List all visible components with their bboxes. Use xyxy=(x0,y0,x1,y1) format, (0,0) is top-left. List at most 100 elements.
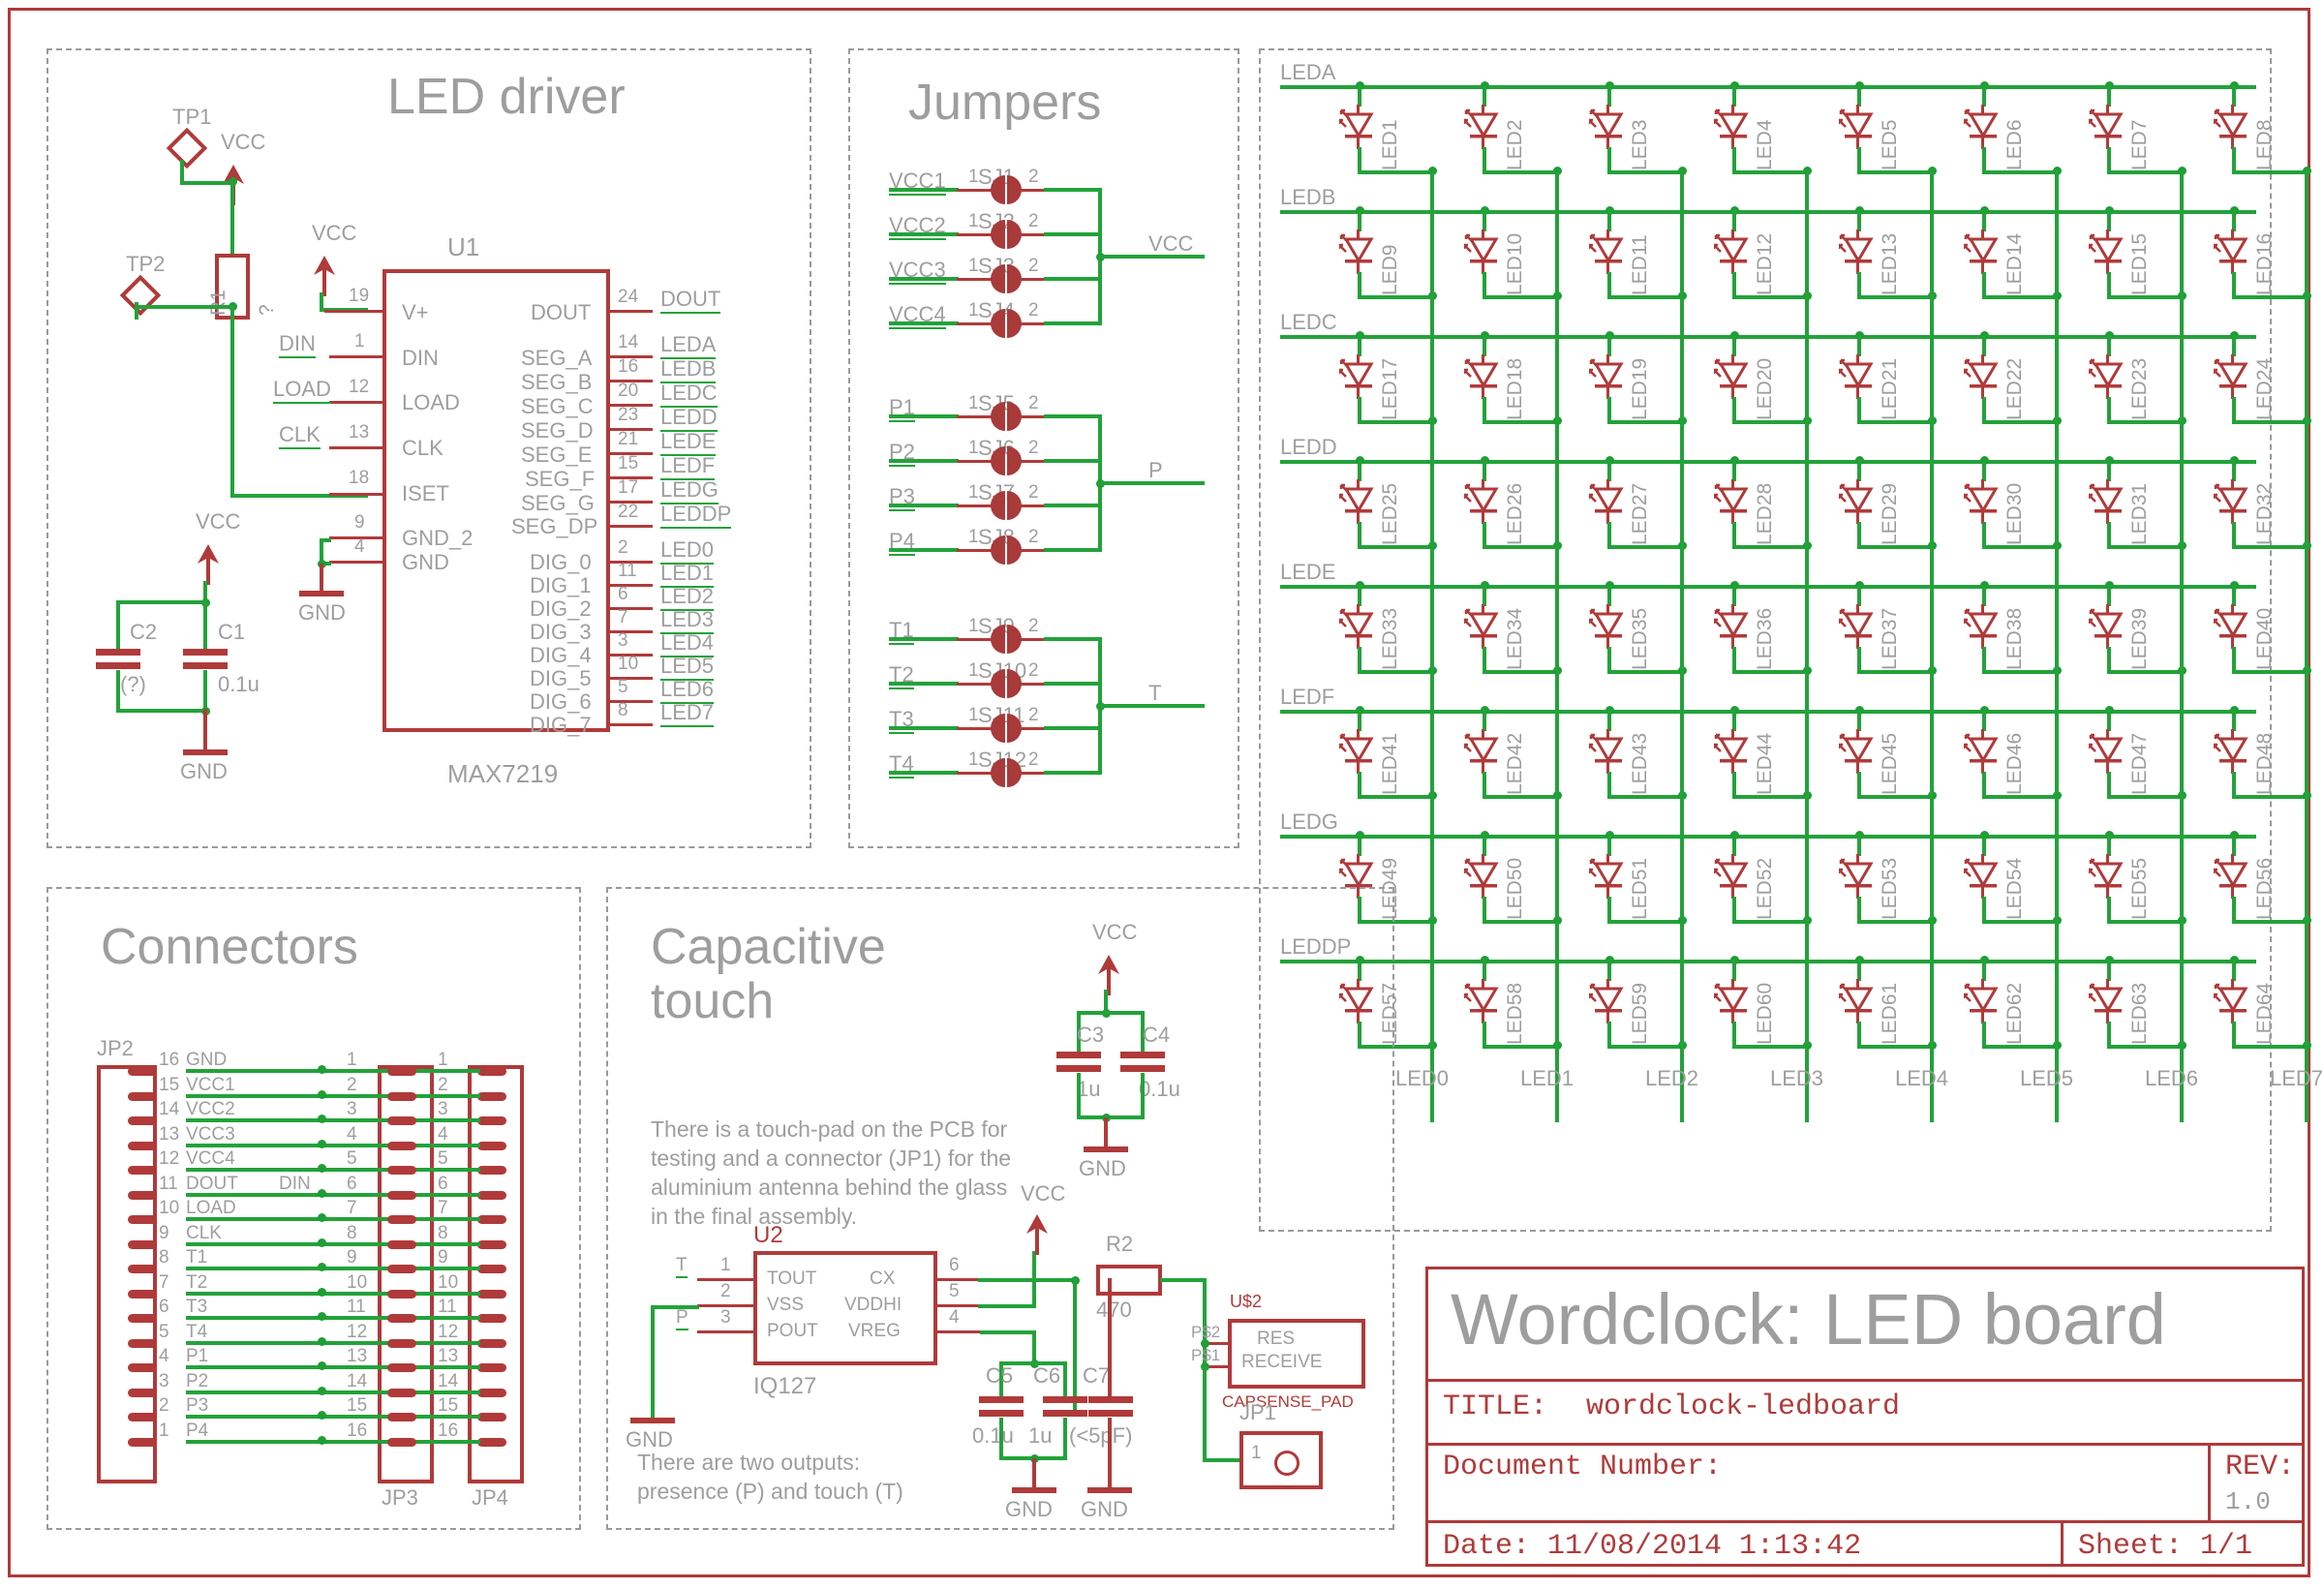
jumper-symbol-SJ7[interactable] xyxy=(990,489,1023,522)
matrix-led-symbol-LED63[interactable] xyxy=(2087,979,2127,1024)
matrix-led-symbol-LED60[interactable] xyxy=(1712,979,1753,1024)
connector-jp4-pad-16[interactable] xyxy=(477,1437,506,1447)
connector-jp2-pad-6[interactable] xyxy=(128,1314,157,1323)
matrix-led-symbol-LED61[interactable] xyxy=(1837,979,1878,1024)
connector-jp3-pad-11[interactable] xyxy=(387,1314,416,1323)
matrix-led-symbol-LED31[interactable] xyxy=(2087,479,2127,524)
matrix-led-symbol-LED17[interactable] xyxy=(1337,354,1378,399)
connector-jp4-pad-4[interactable] xyxy=(477,1141,506,1150)
matrix-led-symbol-LED7[interactable] xyxy=(2087,105,2127,149)
matrix-led-symbol-LED9[interactable] xyxy=(1337,229,1378,274)
matrix-led-symbol-LED50[interactable] xyxy=(1462,854,1503,899)
matrix-led-symbol-LED25[interactable] xyxy=(1337,479,1378,524)
connector-jp3-pad-10[interactable] xyxy=(387,1289,416,1299)
matrix-led-symbol-LED46[interactable] xyxy=(1962,729,2003,774)
matrix-led-symbol-LED28[interactable] xyxy=(1712,479,1753,524)
matrix-led-symbol-LED56[interactable] xyxy=(2212,854,2252,899)
matrix-led-symbol-LED39[interactable] xyxy=(2087,604,2127,649)
matrix-led-symbol-LED38[interactable] xyxy=(1962,604,2003,649)
matrix-led-symbol-LED49[interactable] xyxy=(1337,854,1378,899)
connector-jp4-pad-14[interactable] xyxy=(477,1388,506,1397)
matrix-led-symbol-LED2[interactable] xyxy=(1462,105,1503,149)
matrix-led-symbol-LED11[interactable] xyxy=(1587,229,1628,274)
connector-jp3-pad-13[interactable] xyxy=(387,1363,416,1372)
connector-jp3-pad-2[interactable] xyxy=(387,1091,416,1101)
matrix-led-symbol-LED34[interactable] xyxy=(1462,604,1503,649)
connector-jp3-pad-14[interactable] xyxy=(387,1388,416,1397)
connector-jp4-pad-13[interactable] xyxy=(477,1363,506,1372)
matrix-led-symbol-LED33[interactable] xyxy=(1337,604,1378,649)
connector-jp4-pad-7[interactable] xyxy=(477,1215,506,1224)
matrix-led-symbol-LED22[interactable] xyxy=(1962,354,2003,399)
matrix-led-symbol-LED24[interactable] xyxy=(2212,354,2252,399)
connector-jp3-pad-7[interactable] xyxy=(387,1215,416,1224)
matrix-led-symbol-LED48[interactable] xyxy=(2212,729,2252,774)
matrix-led-symbol-LED47[interactable] xyxy=(2087,729,2127,774)
matrix-led-symbol-LED58[interactable] xyxy=(1462,979,1503,1024)
connector-jp2-pad-2[interactable] xyxy=(128,1413,157,1421)
connector-jp4-pad-1[interactable] xyxy=(477,1067,506,1076)
connector-jp3-pad-5[interactable] xyxy=(387,1166,416,1175)
jumper-symbol-SJ9[interactable] xyxy=(990,623,1023,656)
matrix-led-symbol-LED20[interactable] xyxy=(1712,354,1753,399)
capacitor-c7-symbol[interactable] xyxy=(1088,1396,1133,1417)
matrix-led-symbol-LED57[interactable] xyxy=(1337,979,1378,1024)
matrix-led-symbol-LED13[interactable] xyxy=(1837,229,1878,274)
chip-u1-body[interactable] xyxy=(382,269,610,732)
connector-jp4-pad-15[interactable] xyxy=(477,1413,506,1421)
connector-jp3-pad-9[interactable] xyxy=(387,1265,416,1273)
connector-jp2-pad-10[interactable] xyxy=(128,1215,157,1224)
jumper-symbol-SJ6[interactable] xyxy=(990,444,1023,477)
matrix-led-symbol-LED15[interactable] xyxy=(2087,229,2127,274)
jumper-symbol-SJ12[interactable] xyxy=(990,756,1023,789)
connector-jp2-pad-12[interactable] xyxy=(128,1166,157,1175)
matrix-led-symbol-LED4[interactable] xyxy=(1712,105,1753,149)
connector-jp4-pad-10[interactable] xyxy=(477,1289,506,1299)
jumper-symbol-SJ3[interactable] xyxy=(990,262,1023,295)
connector-jp2-pad-9[interactable] xyxy=(128,1239,157,1249)
connector-jp3-pad-6[interactable] xyxy=(387,1190,416,1200)
matrix-led-symbol-LED10[interactable] xyxy=(1462,229,1503,274)
connector-jp4-pad-8[interactable] xyxy=(477,1239,506,1249)
chip-u2-body[interactable] xyxy=(753,1251,937,1365)
matrix-led-symbol-LED64[interactable] xyxy=(2212,979,2252,1024)
connector-jp2-pad-3[interactable] xyxy=(128,1388,157,1397)
connector-jp2-pad-7[interactable] xyxy=(128,1289,157,1299)
connector-jp2-pad-16[interactable] xyxy=(128,1067,157,1076)
matrix-led-symbol-LED26[interactable] xyxy=(1462,479,1503,524)
matrix-led-symbol-LED18[interactable] xyxy=(1462,354,1503,399)
connector-jp2-pad-1[interactable] xyxy=(128,1437,157,1447)
connector-jp3-pad-15[interactable] xyxy=(387,1413,416,1421)
connector-jp3-pad-12[interactable] xyxy=(387,1338,416,1348)
connector-jp2-pad-5[interactable] xyxy=(128,1338,157,1348)
matrix-led-symbol-LED45[interactable] xyxy=(1837,729,1878,774)
connector-jp2-pad-4[interactable] xyxy=(128,1363,157,1372)
jumper-symbol-SJ5[interactable] xyxy=(990,400,1023,433)
connector-jp3-pad-16[interactable] xyxy=(387,1437,416,1447)
matrix-led-symbol-LED23[interactable] xyxy=(2087,354,2127,399)
capsense-pad-body[interactable] xyxy=(1228,1319,1365,1389)
jumper-symbol-SJ4[interactable] xyxy=(990,307,1023,340)
jumper-symbol-SJ2[interactable] xyxy=(990,218,1023,251)
matrix-led-symbol-LED1[interactable] xyxy=(1337,105,1378,149)
connector-jp4-pad-5[interactable] xyxy=(477,1166,506,1175)
matrix-led-symbol-LED44[interactable] xyxy=(1712,729,1753,774)
connector-jp4-pad-9[interactable] xyxy=(477,1265,506,1273)
matrix-led-symbol-LED53[interactable] xyxy=(1837,854,1878,899)
connector-jp4-pad-11[interactable] xyxy=(477,1314,506,1323)
matrix-led-symbol-LED35[interactable] xyxy=(1587,604,1628,649)
matrix-led-symbol-LED62[interactable] xyxy=(1962,979,2003,1024)
connector-jp4-pad-12[interactable] xyxy=(477,1338,506,1348)
matrix-led-symbol-LED3[interactable] xyxy=(1587,105,1628,149)
matrix-led-symbol-LED51[interactable] xyxy=(1587,854,1628,899)
connector-jp4-pad-6[interactable] xyxy=(477,1190,506,1200)
matrix-led-symbol-LED12[interactable] xyxy=(1712,229,1753,274)
matrix-led-symbol-LED36[interactable] xyxy=(1712,604,1753,649)
capacitor-c6-symbol[interactable] xyxy=(1043,1396,1087,1417)
connector-jp3-pad-1[interactable] xyxy=(387,1067,416,1076)
resistor-r2-symbol[interactable] xyxy=(1096,1265,1162,1296)
matrix-led-symbol-LED54[interactable] xyxy=(1962,854,2003,899)
jumper-symbol-SJ8[interactable] xyxy=(990,534,1023,566)
matrix-led-symbol-LED16[interactable] xyxy=(2212,229,2252,274)
matrix-led-symbol-LED37[interactable] xyxy=(1837,604,1878,649)
